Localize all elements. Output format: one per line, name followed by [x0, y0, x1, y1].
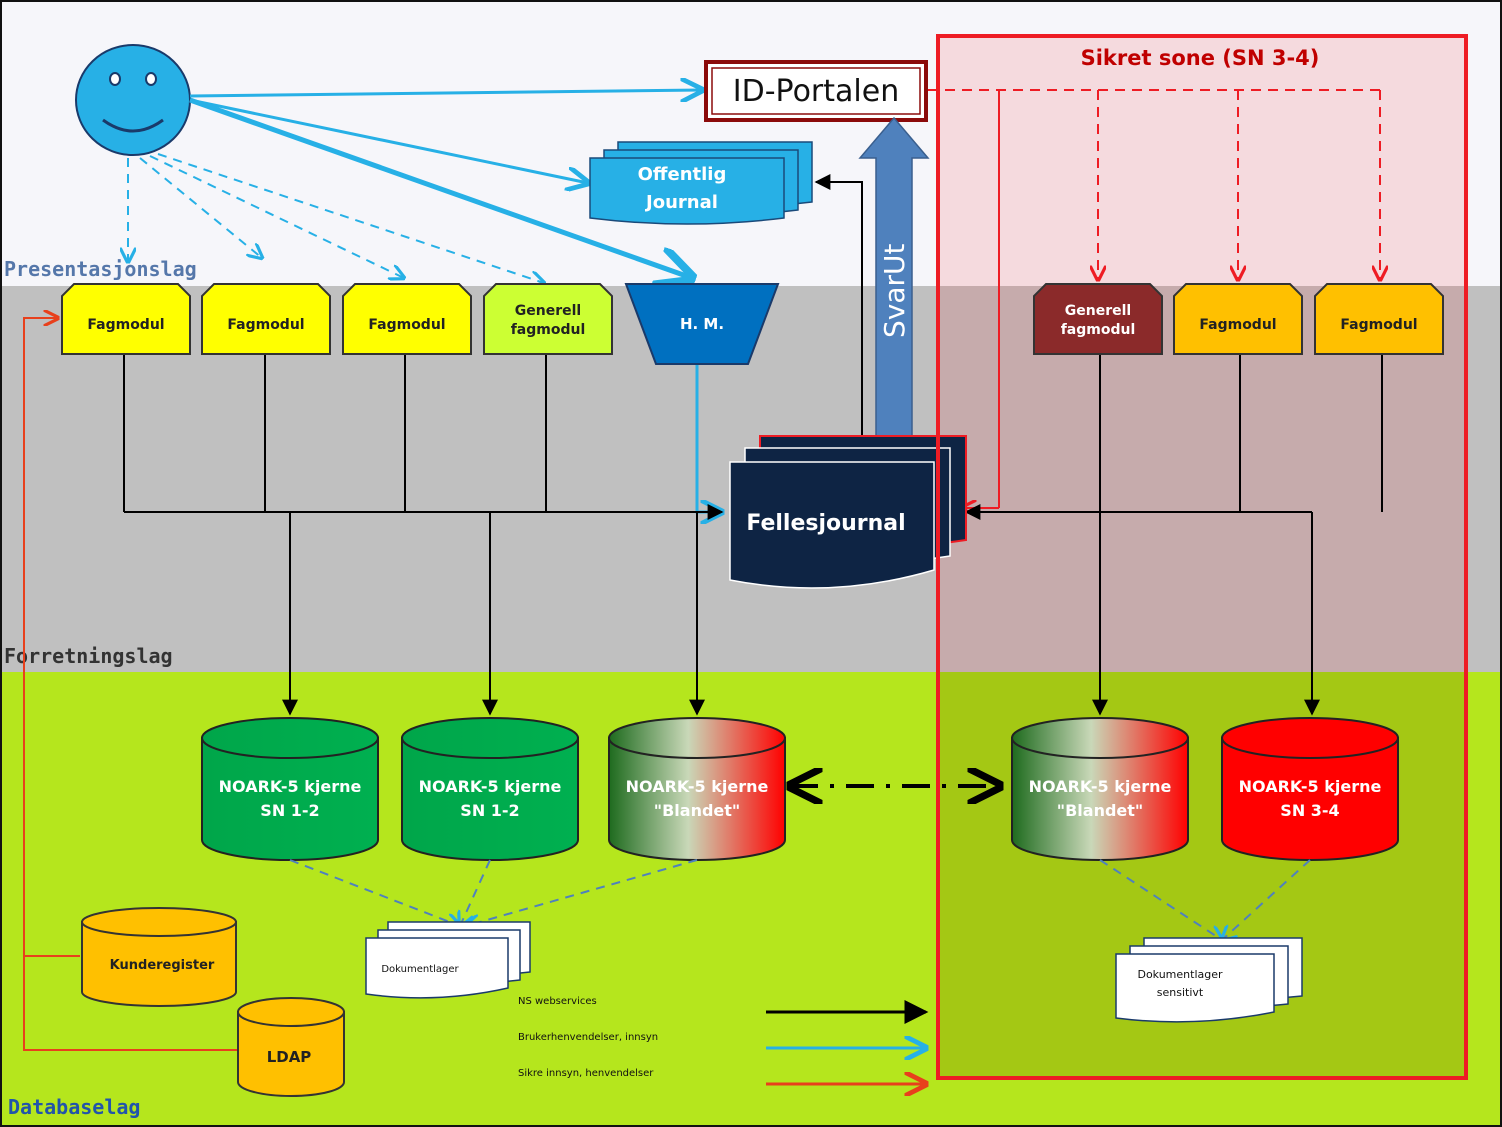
- document-store-left-label: Dokumentlager: [381, 964, 459, 975]
- database-body: [1221, 737, 1399, 861]
- admin-connector: [23, 318, 238, 1051]
- secure-access-lines: [928, 89, 1380, 508]
- right-module-labels: Generell fagmodul Fagmodul Fagmodul: [1061, 303, 1418, 338]
- id-portal-label: ID-Portalen: [733, 74, 899, 109]
- ldap-db[interactable]: LDAP: [237, 997, 345, 1097]
- module-right-label: fagmodul: [1061, 322, 1136, 338]
- database-label: SN 3-4: [1280, 801, 1339, 820]
- database-body: [608, 737, 786, 861]
- felles-journal[interactable]: Fellesjournal: [729, 435, 967, 589]
- noark-database-3[interactable]: NOARK-5 kjerne "Blandet": [608, 717, 786, 861]
- publish-connector: [814, 174, 863, 440]
- public-journal[interactable]: Offentlig Journal: [589, 141, 813, 225]
- module-left-label: fagmodul: [511, 322, 586, 338]
- database-cap: [201, 717, 379, 759]
- left-module-labels: Fagmodul Fagmodul Fagmodul Generell fagmodul: [87, 303, 585, 338]
- database-body: [201, 737, 379, 861]
- database-cap: [401, 717, 579, 759]
- database-group: NOARK-5 kjerne SN 1-2 NOARK-5 kjerne SN 1-2…: [201, 717, 1399, 861]
- svarut-label: SvarUt: [878, 243, 911, 338]
- noark-database-5[interactable]: NOARK-5 kjerne SN 3-4: [1221, 717, 1399, 861]
- module-left-label: Fagmodul: [227, 317, 304, 333]
- module-left-label: Fagmodul: [368, 317, 445, 333]
- fagmodul-2[interactable]: [201, 283, 331, 355]
- database-cap: [1011, 717, 1189, 759]
- layer-label-presentation: Presentasjonslag: [4, 257, 197, 281]
- layer-label-business: Forretningslag: [4, 644, 173, 668]
- module-left-label: Generell: [515, 303, 581, 319]
- module-left-label: Fagmodul: [87, 317, 164, 333]
- hm-label: H. M.: [680, 315, 724, 333]
- noark-database-2[interactable]: NOARK-5 kjerne SN 1-2: [401, 717, 579, 861]
- database-label: NOARK-5 kjerne: [219, 777, 362, 796]
- fagmodul-right-1[interactable]: [1173, 283, 1303, 355]
- legend-label: NS webservices: [518, 996, 597, 1007]
- database-cap: [1221, 717, 1399, 759]
- svarut-arrow: SvarUt: [858, 116, 930, 441]
- database-label: SN 1-2: [460, 801, 519, 820]
- fagmodul-1[interactable]: [61, 283, 191, 355]
- database-label: NOARK-5 kjerne: [1239, 777, 1382, 796]
- database-body: [1011, 737, 1189, 861]
- generell-fagmodul-right[interactable]: [1033, 283, 1163, 355]
- module-right-label: Generell: [1065, 303, 1131, 319]
- id-portal[interactable]: ID-Portalen: [704, 60, 928, 122]
- legend-label: Brukerhenvendelser, innsyn: [518, 1032, 658, 1043]
- database-label: NOARK-5 kjerne: [1029, 777, 1172, 796]
- public-journal-line2: Journal: [644, 192, 718, 213]
- fagmodul-right-2[interactable]: [1314, 283, 1444, 355]
- module-bus: [123, 355, 1383, 716]
- layer-label-database: Databaselag: [8, 1095, 140, 1119]
- document-store-left[interactable]: Dokumentlager: [365, 921, 531, 999]
- module-right-label: Fagmodul: [1199, 317, 1276, 333]
- database-label: NOARK-5 kjerne: [626, 777, 769, 796]
- kunderegister-db[interactable]: Kunderegister: [81, 907, 237, 1007]
- public-journal-line1: Offentlig: [638, 164, 727, 185]
- kunderegister-label: Kunderegister: [110, 958, 215, 973]
- document-store-right[interactable]: Dokumentlager sensitivt: [1115, 937, 1303, 1023]
- document-store-right-line2: sensitivt: [1157, 986, 1204, 999]
- hm-module[interactable]: H. M.: [624, 283, 780, 365]
- module-right-label: Fagmodul: [1340, 317, 1417, 333]
- database-label: SN 1-2: [260, 801, 319, 820]
- document-store-right-line1: Dokumentlager: [1137, 968, 1223, 981]
- database-cap: [608, 717, 786, 759]
- noark-database-1[interactable]: NOARK-5 kjerne SN 1-2: [201, 717, 379, 861]
- noark-database-4[interactable]: NOARK-5 kjerne "Blandet": [1011, 717, 1189, 861]
- secure-zone-title: Sikret sone (SN 3-4): [1081, 46, 1320, 70]
- felles-journal-label: Fellesjournal: [746, 511, 905, 536]
- database-label: NOARK-5 kjerne: [419, 777, 562, 796]
- generell-fagmodul-left[interactable]: [483, 283, 613, 355]
- database-label: "Blandet": [654, 801, 741, 820]
- database-body: [401, 737, 579, 861]
- secure-zone-border: [936, 34, 1468, 1080]
- document-links: [289, 859, 1311, 940]
- user-icon: [75, 44, 191, 156]
- database-label: "Blandet": [1057, 801, 1144, 820]
- fagmodul-3[interactable]: [342, 283, 472, 355]
- legend-label: Sikre innsyn, henvendelser: [518, 1068, 654, 1079]
- ldap-label: LDAP: [267, 1048, 312, 1066]
